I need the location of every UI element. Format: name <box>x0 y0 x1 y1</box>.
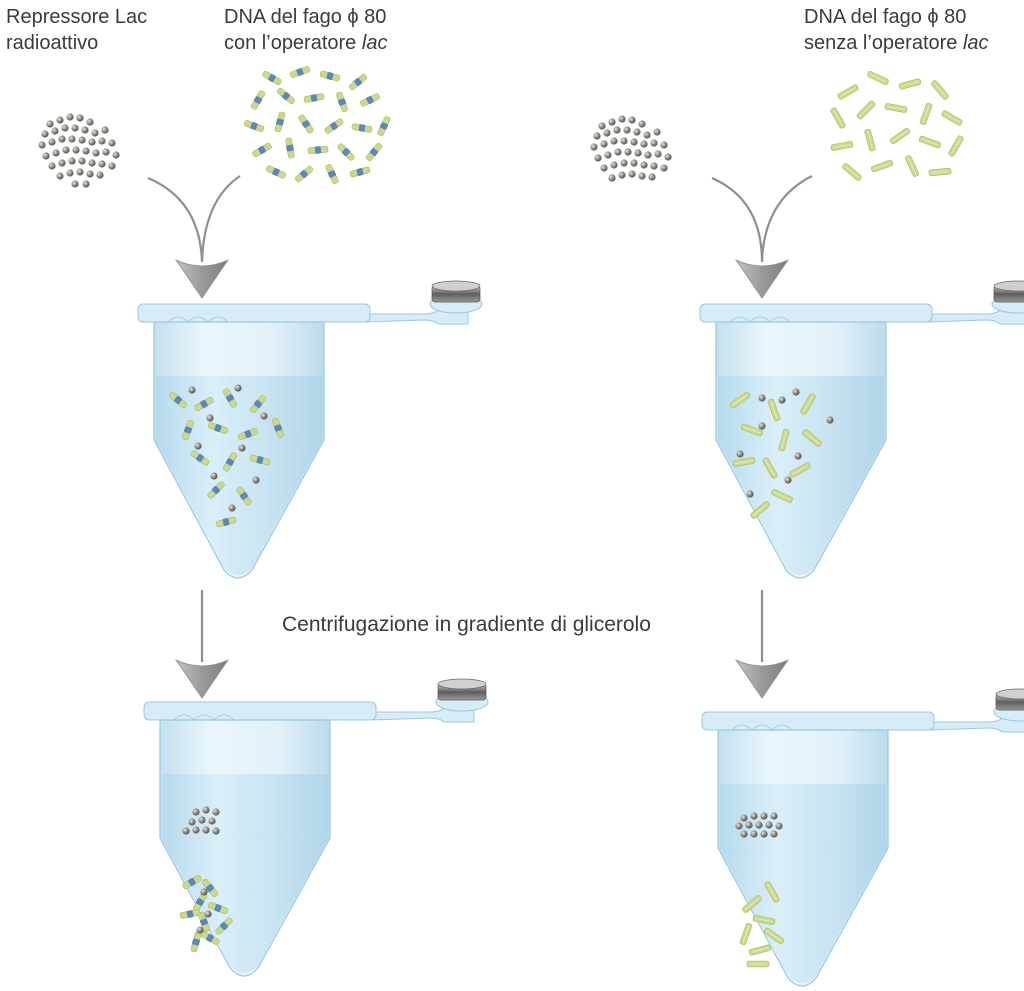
centrifuge-arrow-right <box>735 590 789 699</box>
tube-separated-right <box>701 688 1024 987</box>
centrifuge-arrow-left <box>175 590 229 699</box>
centrifugation-label: Centrifugazione in gradiente di glicerol… <box>282 613 651 636</box>
tube-mixed-left <box>137 280 483 579</box>
dna-without-operator-line1: DNA del fago ϕ 80 <box>804 6 967 28</box>
dna-with-operator-label: DNA del fago ϕ 80 con l’operatore lac <box>224 4 387 56</box>
dna-without-operator-line2-text: senza l’operatore <box>804 32 963 54</box>
dna-without-operator-line2: senza l’operatore lac <box>804 30 989 56</box>
dna-without-operator-label: DNA del fago ϕ 80 senza l’operatore lac <box>804 4 989 56</box>
dna-with-operator-line2-text: con l’operatore <box>224 32 362 54</box>
dna-without-operator-cluster <box>829 70 965 182</box>
repressor-label: Repressore Lac radioattivo <box>6 4 147 56</box>
dna-with-operator-line1: DNA del fago ϕ 80 <box>224 6 387 28</box>
repressor-label-line1: Repressore Lac <box>6 6 148 28</box>
repressor-particles-left <box>38 113 120 188</box>
merge-arrow-left <box>147 175 241 299</box>
repressor-label-line2: radioattivo <box>6 32 99 54</box>
repressor-particles-right <box>590 115 672 182</box>
dna-with-operator-line2-italic: lac <box>361 32 388 54</box>
dna-with-operator-cluster <box>242 64 392 186</box>
dna-without-operator-line2-italic: lac <box>962 32 989 54</box>
tube-separated-left <box>143 678 489 977</box>
dna-with-operator-line2: con l’operatore lac <box>224 30 387 56</box>
merge-arrow-right <box>711 175 813 299</box>
tube-mixed-right <box>699 280 1024 579</box>
